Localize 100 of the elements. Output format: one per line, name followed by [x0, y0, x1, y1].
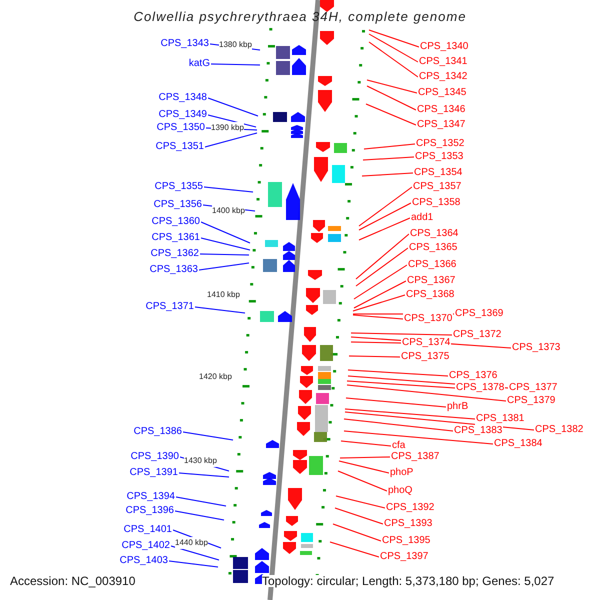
- gene-label: CPS_1363: [148, 264, 199, 276]
- leader-line: [346, 380, 456, 388]
- gene-label: CPS_1372: [452, 329, 502, 341]
- leader-line: [210, 64, 260, 66]
- leader-line: [366, 86, 416, 110]
- gene-label: CPS_1369: [454, 308, 504, 320]
- gene-label: CPS_1340: [419, 41, 470, 53]
- gene-label: phrB: [446, 401, 470, 413]
- gene-label: CPS_1401: [122, 524, 173, 536]
- gene-label: CPS_1397: [379, 551, 430, 563]
- gene-label: CPS_1355: [154, 181, 204, 193]
- leader-line: [346, 384, 506, 402]
- leader-line: [204, 132, 258, 148]
- gene-label: CPS_1360: [150, 216, 201, 228]
- leader-line: [338, 460, 390, 474]
- gene-label: CPS_1362: [150, 248, 200, 260]
- leader-line: [208, 114, 256, 128]
- scale-label: 1440 kbp: [175, 537, 208, 549]
- leader-line: [204, 186, 254, 192]
- leader-line: [334, 508, 384, 524]
- leader-line: [340, 456, 390, 458]
- gene-label: CPS_1357: [412, 181, 462, 193]
- leader-line: [338, 470, 388, 492]
- scale-label: 1420 kbp: [199, 371, 232, 383]
- gene-label: CPS_1376: [448, 370, 498, 382]
- leader-line: [350, 332, 452, 336]
- leader-line: [336, 496, 386, 508]
- leader-line: [358, 218, 410, 240]
- leader-line: [348, 356, 400, 358]
- gene-label: CPS_1349: [158, 109, 208, 121]
- gene-label: phoP: [389, 467, 414, 479]
- gene-label: CPS_1370: [403, 313, 454, 325]
- leader-line: [346, 398, 446, 408]
- gene-label: CPS_1394: [126, 491, 176, 503]
- leader-line: [344, 430, 494, 444]
- gene-label: CPS_1403: [118, 555, 169, 567]
- leader-line: [348, 370, 448, 376]
- gene-label: CPS_1341: [418, 56, 468, 68]
- gene-label: CPS_1377: [508, 382, 558, 394]
- leader-line: [178, 472, 230, 478]
- gene-label: CPS_1366: [407, 259, 458, 271]
- leader-line: [198, 262, 250, 270]
- leader-line: [366, 80, 418, 94]
- leader-line: [200, 222, 250, 244]
- leader-line: [356, 234, 410, 280]
- gene-label: CPS_1384: [493, 438, 544, 450]
- leader-line: [368, 42, 418, 78]
- leader-line: [174, 510, 224, 520]
- gene-label: CPS_1358: [411, 197, 462, 209]
- gene-label: CPS_1379: [506, 395, 556, 407]
- scale-label: 1380 kbp: [219, 39, 252, 51]
- leader-line: [366, 104, 416, 126]
- diagram-title: Colwellia psychrerythraea 34H, complete genome: [132, 11, 468, 23]
- gene-label: CPS_1343: [160, 38, 210, 50]
- accession-label: Accession: NC_003910: [10, 575, 136, 587]
- gene-label: CPS_1371: [144, 301, 195, 313]
- gene-label: CPS_1342: [418, 71, 468, 83]
- leader-line: [358, 186, 412, 226]
- leader-line: [344, 418, 454, 432]
- leader-line: [340, 440, 392, 446]
- gene-label: CPS_1356: [152, 199, 203, 211]
- gene-label: CPS_1373: [511, 342, 562, 354]
- leader-line: [194, 306, 246, 314]
- leader-line: [368, 34, 418, 62]
- leader-line: [332, 524, 382, 542]
- gene-label: CPS_1368: [405, 289, 456, 301]
- leader-line: [170, 546, 220, 560]
- gene-label: CPS_1381: [475, 413, 526, 425]
- leader-line: [352, 294, 406, 312]
- leader-line: [208, 98, 258, 116]
- scale-label: 1410 kbp: [207, 289, 240, 301]
- scale-label: 1400 kbp: [212, 205, 245, 217]
- leader-line: [344, 408, 476, 420]
- leader-line: [200, 254, 250, 256]
- gene-label: CPS_1375: [400, 351, 450, 363]
- leader-line: [330, 542, 380, 558]
- gene-label: CPS_1391: [128, 467, 179, 479]
- gene-label: CPS_1383: [453, 425, 504, 437]
- gene-label: CPS_1352: [415, 138, 466, 150]
- gene-label: CPS_1361: [150, 232, 201, 244]
- gene-label: CPS_1392: [385, 502, 436, 514]
- scale-label: 1390 kbp: [211, 122, 244, 134]
- leader-line: [354, 264, 408, 300]
- gene-label: CPS_1346: [416, 104, 466, 116]
- leader-line: [368, 30, 420, 48]
- gene-label: CPS_1395: [381, 535, 432, 547]
- gene-label: CPS_1365: [408, 242, 458, 254]
- genome-info: Topology: circular; Length: 5,373,180 bp; Genes: 5,027: [262, 575, 554, 587]
- gene-label: CPS_1374: [401, 337, 452, 349]
- leader-line: [176, 496, 226, 506]
- leader-line: [182, 432, 234, 440]
- gene-label: CPS_1402: [120, 540, 171, 552]
- leader-line: [168, 560, 218, 568]
- gene-label: CPS_1386: [132, 426, 183, 438]
- leader-line: [200, 238, 250, 250]
- gene-label: CPS_1390: [130, 451, 180, 463]
- leader-line: [362, 172, 414, 176]
- gene-label: CPS_1396: [124, 505, 175, 517]
- gene-label: CPS_1378: [455, 382, 506, 394]
- gene-label: phoQ: [387, 485, 414, 497]
